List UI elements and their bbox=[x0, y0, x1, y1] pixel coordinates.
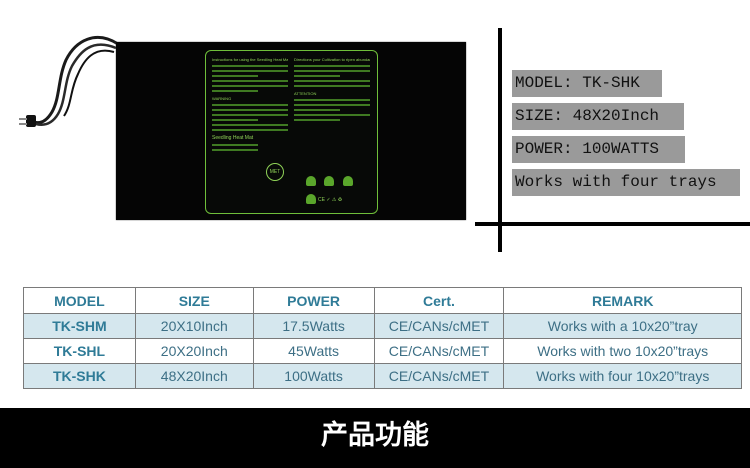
table-row: TK-SHM 20X10Inch 17.5Watts CE/CANs/cMET … bbox=[23, 313, 742, 339]
cell-remark: Works with a 10x20”tray bbox=[503, 313, 742, 339]
panel-title-left: Instructions for using the Seedling Heat… bbox=[212, 57, 288, 62]
spec-size: SIZE: 48X20Inch bbox=[512, 103, 684, 130]
spec-power: POWER: 100WATTS bbox=[512, 136, 685, 163]
cell-size: 20X20Inch bbox=[134, 338, 254, 364]
attention-label: ATTENTION bbox=[294, 91, 317, 96]
panel-title-right: Directions your Cultivation to ripen abu… bbox=[294, 57, 370, 62]
heat-mat-product-image: Instructions for using the Seedling Heat… bbox=[0, 0, 480, 230]
power-cord bbox=[19, 35, 119, 127]
cell-cert: CE/CANs/cMET bbox=[373, 338, 505, 364]
heat-mat: Instructions for using the Seedling Heat… bbox=[116, 42, 466, 220]
met-certification-icon: MET bbox=[266, 163, 284, 181]
cell-remark: Works with two 10x20”trays bbox=[503, 338, 742, 364]
sprout-icon bbox=[324, 176, 335, 186]
cell-power: 100Watts bbox=[252, 363, 375, 389]
table-row: TK-SHK 48X20Inch 100Watts CE/CANs/cMET W… bbox=[23, 363, 742, 389]
cell-model: TK-SHK bbox=[23, 363, 136, 389]
cell-cert: CE/CANs/cMET bbox=[373, 313, 505, 339]
cell-model: TK-SHM bbox=[23, 313, 136, 339]
table-row: TK-SHL 20X20Inch 45Watts CE/CANs/cMET Wo… bbox=[23, 338, 742, 364]
header-remark: REMARK bbox=[503, 287, 742, 314]
printed-instruction-panel: Instructions for using the Seedling Heat… bbox=[205, 50, 378, 214]
header-cert: Cert. bbox=[373, 287, 505, 314]
cell-size: 20X10Inch bbox=[134, 313, 254, 339]
panel-right-column: Directions your Cultivation to ripen abu… bbox=[294, 57, 370, 121]
model-comparison-table: MODEL SIZE POWER Cert. REMARK TK-SHM 20X… bbox=[23, 287, 742, 389]
cell-model: TK-SHL bbox=[23, 338, 136, 364]
header-power: POWER bbox=[252, 287, 375, 314]
cell-cert: CE/CANs/cMET bbox=[373, 363, 505, 389]
cell-remark: Works with four 10x20”trays bbox=[503, 363, 742, 389]
spec-trays: Works with four trays bbox=[512, 169, 740, 196]
banner-title: 产品功能 bbox=[321, 420, 429, 450]
table-header-row: MODEL SIZE POWER Cert. REMARK bbox=[23, 287, 742, 314]
certification-marks: CE ✓ ⚠ ♻ bbox=[318, 197, 343, 203]
pepper-icon bbox=[342, 176, 353, 186]
plant-icons bbox=[306, 173, 370, 204]
header-size: SIZE bbox=[134, 287, 254, 314]
mat-name-label: Seedling Heat Mat bbox=[212, 135, 254, 141]
cell-power: 17.5Watts bbox=[252, 313, 375, 339]
vegetable-icon bbox=[306, 194, 316, 204]
panel-left-column: Instructions for using the Seedling Heat… bbox=[212, 57, 288, 151]
warning-label: WARNING bbox=[212, 96, 232, 101]
seedling-icon bbox=[306, 176, 316, 186]
cell-size: 48X20Inch bbox=[134, 363, 254, 389]
cell-power: 45Watts bbox=[252, 338, 375, 364]
header-model: MODEL bbox=[23, 287, 136, 314]
spec-model: MODEL: TK-SHK bbox=[512, 70, 662, 97]
crosshair-lines bbox=[475, 28, 750, 252]
section-banner: 产品功能 bbox=[0, 408, 750, 468]
